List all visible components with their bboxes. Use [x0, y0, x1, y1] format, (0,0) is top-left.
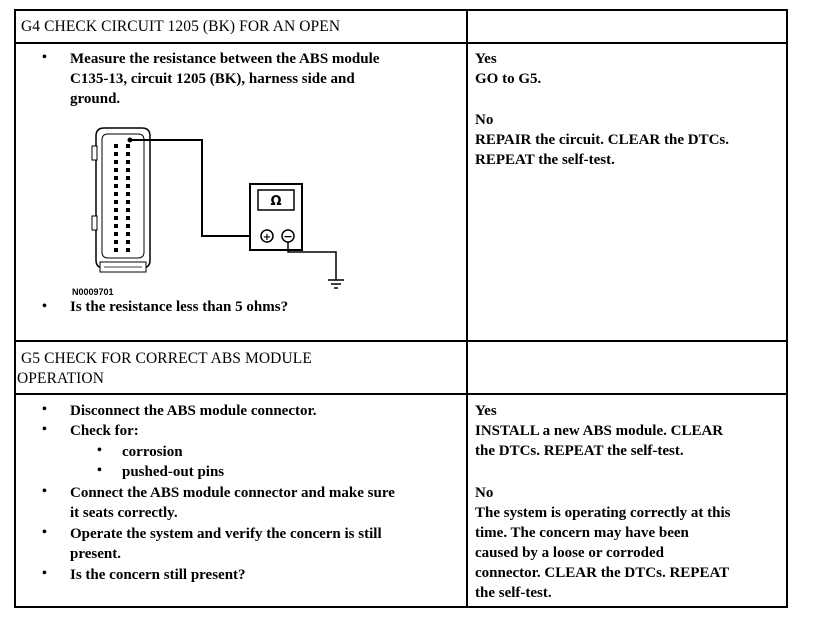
connector-pin [114, 144, 118, 148]
table-rule [15, 340, 787, 342]
sub-bullet: • [97, 463, 102, 478]
table-border-top [15, 9, 787, 11]
connector-pin [114, 216, 118, 220]
g4-no-label: No [475, 112, 494, 128]
connector-pin [126, 224, 130, 228]
table-rule [15, 393, 787, 395]
g5-sub1: corrosion [122, 444, 183, 460]
connector-pin [114, 192, 118, 196]
g5-sub2: pushed-out pins [122, 464, 225, 480]
g4-step1-line1: Measure the resistance between the ABS m… [70, 51, 380, 67]
g5-yes-action-line2: the DTCs. REPEAT the self-test. [475, 443, 684, 459]
svg-text:+: + [263, 232, 271, 243]
connector-pin [126, 160, 130, 164]
connector-pin [126, 240, 130, 244]
probe-tip [127, 137, 133, 143]
g5-no-action-line1: The system is operating correctly at thi… [475, 505, 731, 521]
connector-pin [126, 248, 130, 252]
connector-pin [114, 240, 118, 244]
g5-step2: Check for: [70, 423, 139, 439]
connector-meter-diagram: Ω + − [91, 127, 344, 289]
g4-question: Is the resistance less than 5 ohms? [70, 299, 289, 315]
g5-step3-line2: it seats correctly. [70, 505, 178, 521]
table-column-divider [466, 9, 468, 608]
g5-no-label: No [475, 485, 494, 501]
connector-pin [126, 200, 130, 204]
g5-question: Is the concern still present? [70, 567, 246, 583]
connector-pin [114, 224, 118, 228]
connector-pin [126, 192, 130, 196]
meter-positive-terminal [260, 229, 274, 243]
connector-pin [126, 152, 130, 156]
g5-no-action-line3: caused by a loose or corroded [475, 545, 665, 561]
figure-id: N0009701 [72, 287, 114, 297]
ground-symbol-icon [328, 279, 344, 289]
sub-bullet: • [97, 443, 102, 458]
ohmmeter: Ω + − [249, 183, 303, 251]
connector-pin [114, 200, 118, 204]
g5-step1: Disconnect the ABS module connector. [70, 403, 317, 419]
connector-pin [126, 176, 130, 180]
connector-pin [114, 176, 118, 180]
connector-pin [114, 184, 118, 188]
table-border-left [14, 9, 16, 608]
g4-yes-action: GO to G5. [475, 71, 542, 87]
g5-step4-line2: present. [70, 546, 121, 562]
connector-pin [126, 168, 130, 172]
g5-yes-action-line1: INSTALL a new ABS module. CLEAR [475, 423, 724, 439]
bullet: • [42, 422, 47, 437]
connector-pin [126, 144, 130, 148]
connector-pin [126, 184, 130, 188]
connector-pin [126, 208, 130, 212]
connector-pins [114, 144, 130, 252]
connector-pin [114, 208, 118, 212]
connector-pin [114, 248, 118, 252]
g4-yes-label: Yes [475, 51, 497, 67]
ground-lead [287, 242, 337, 280]
table-rule [15, 42, 787, 44]
g4-step1-line2: C135-13, circuit 1205 (BK), harness side… [70, 71, 355, 87]
bullet: • [42, 402, 47, 417]
connector-pin [114, 232, 118, 236]
connector-pin [126, 216, 130, 220]
connector-pin [114, 152, 118, 156]
g5-yes-label: Yes [475, 403, 497, 419]
g4-header: G4 CHECK CIRCUIT 1205 (BK) FOR AN OPEN [21, 18, 341, 35]
svg-text:−: − [283, 230, 292, 243]
table-border-right [786, 9, 788, 608]
connector-pin [114, 168, 118, 172]
g5-header-line2: OPERATION [17, 370, 105, 387]
bullet: • [42, 50, 47, 65]
g5-no-action-line2: time. The concern may have been [475, 525, 689, 541]
abs-module-connector [91, 127, 151, 273]
g5-no-action-line5: the self-test. [475, 585, 552, 601]
meter-ohm-symbol: Ω [270, 194, 281, 209]
g5-step3-line1: Connect the ABS module connector and mak… [70, 485, 395, 501]
probe-lead [130, 139, 250, 237]
g4-no-action-line1: REPAIR the circuit. CLEAR the DTCs. [475, 132, 730, 148]
table-border-bottom [15, 606, 787, 608]
g4-step1-line3: ground. [70, 91, 121, 107]
bullet: • [42, 484, 47, 499]
g5-no-action-line4: connector. CLEAR the DTCs. REPEAT [475, 565, 730, 581]
bullet: • [42, 525, 47, 540]
connector-pin [126, 232, 130, 236]
g5-header-line1: G5 CHECK FOR CORRECT ABS MODULE [21, 350, 312, 367]
g4-no-action-line2: REPEAT the self-test. [475, 152, 615, 168]
bullet: • [42, 566, 47, 581]
g5-step4-line1: Operate the system and verify the concer… [70, 526, 382, 542]
bullet: • [42, 299, 47, 314]
connector-pin [114, 160, 118, 164]
